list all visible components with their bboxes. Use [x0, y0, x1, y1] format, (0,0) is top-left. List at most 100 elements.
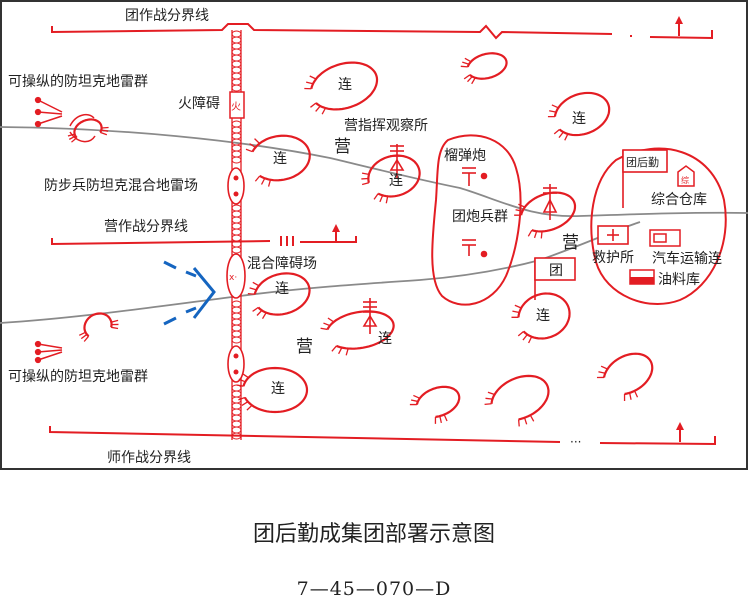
position-trench	[520, 191, 577, 233]
road-lower	[0, 221, 641, 324]
position-tick	[261, 312, 267, 320]
position-tick	[245, 148, 253, 153]
warehouse-symbol	[677, 165, 695, 187]
position-tick	[345, 348, 349, 356]
company-label: 连	[338, 77, 352, 93]
company-label: 连	[536, 308, 550, 324]
wire-coil	[231, 414, 242, 422]
wire-coil	[231, 432, 242, 440]
fire-obstacle-box	[229, 91, 245, 119]
position-tick	[83, 335, 90, 342]
howitzer-symbols	[462, 167, 488, 258]
wire-coil	[231, 336, 242, 344]
wire-coil	[231, 156, 242, 164]
company-position	[320, 310, 395, 356]
position-tick	[236, 384, 244, 387]
position-tick	[462, 61, 470, 65]
wire-coil	[231, 420, 242, 428]
position-tick	[600, 365, 608, 370]
company-label: 连	[378, 331, 392, 347]
position-tick	[111, 323, 119, 326]
position-tick	[111, 319, 119, 323]
company-label: 连	[389, 173, 403, 189]
wire-coil	[231, 426, 242, 434]
position-tick	[246, 404, 253, 411]
position-trench	[83, 312, 113, 337]
position-tick	[460, 65, 468, 68]
position-tick	[551, 104, 559, 109]
position-trench	[253, 272, 311, 316]
figure-code: 7—45—070—D	[296, 578, 452, 600]
position-tick	[409, 403, 417, 406]
position-tick	[252, 281, 260, 287]
company-label: 连	[273, 151, 287, 167]
deployment-map: 团作战分界线 ··· 师作战分界线 营作战分界线 火 火障碍 x· 防步兵防坦克	[0, 0, 748, 470]
minefield-markers	[226, 167, 246, 383]
wire-coil	[231, 234, 242, 242]
enemy-attack-arrow	[163, 260, 216, 326]
fire-obstacle-symbol: 火	[231, 101, 241, 113]
position-tick	[252, 306, 259, 312]
logistics-label: 团后勤	[626, 156, 659, 169]
position-tick	[464, 57, 472, 63]
position-tick	[361, 182, 370, 186]
position-tick	[485, 397, 493, 400]
position-trench	[415, 385, 461, 419]
position-tick	[315, 105, 321, 112]
wire-coil	[231, 300, 242, 308]
cp-symbol-right	[542, 184, 558, 220]
position-tick	[320, 327, 328, 331]
position-tick	[410, 399, 419, 403]
position-tick	[327, 317, 335, 323]
position-tick	[413, 394, 421, 399]
position-tick	[540, 231, 543, 239]
position-tick	[249, 143, 256, 148]
wire-coil	[231, 84, 242, 92]
battalion-boundary	[51, 224, 357, 246]
position-tick	[634, 390, 639, 398]
position-tick	[528, 336, 533, 344]
position-tick	[323, 322, 331, 327]
company-label: 连	[275, 281, 289, 297]
position-tick	[623, 394, 626, 402]
artillery-group-outline	[431, 134, 522, 306]
transport-symbol	[649, 229, 681, 247]
position-tick	[309, 75, 317, 80]
logistics-area-outline	[590, 147, 727, 305]
wire-coil	[231, 66, 242, 74]
position-tick	[511, 316, 519, 318]
wire-coil	[231, 402, 242, 410]
position-tick	[238, 396, 246, 401]
company-label: 连	[271, 381, 285, 397]
division-boundary-dots: ···	[570, 435, 581, 449]
division-boundary-label: 师作战分界线	[107, 450, 191, 466]
mixed-field-marks: x·	[229, 273, 237, 283]
position-tick	[484, 403, 492, 406]
position-tick	[628, 392, 632, 400]
controllable-mines-top-label: 可操纵的防坦克地雷群	[8, 74, 148, 90]
position-trench	[242, 366, 309, 414]
position-trench	[490, 374, 550, 421]
position-tick	[598, 371, 606, 374]
regiment-hq-flag	[534, 257, 576, 300]
position-trench	[326, 310, 395, 350]
position-tick	[515, 209, 523, 212]
position-tick	[467, 76, 473, 83]
position-tick	[310, 102, 317, 108]
company-position	[514, 191, 577, 239]
battalion-boundary-label: 营作战分界线	[104, 219, 188, 235]
wire-coil	[231, 408, 242, 416]
mine-dots	[233, 175, 239, 375]
position-trench	[553, 91, 611, 137]
company-position	[547, 91, 611, 141]
position-tick	[260, 177, 266, 185]
position-tick	[267, 179, 272, 187]
company-position	[511, 292, 571, 344]
cp-symbol-lower	[362, 298, 378, 334]
position-tick	[443, 414, 448, 422]
battalion-cp-label: 营指挥观察所	[344, 117, 428, 134]
position-tick	[527, 229, 533, 237]
position-tick	[553, 128, 561, 135]
position-tick	[373, 193, 379, 200]
